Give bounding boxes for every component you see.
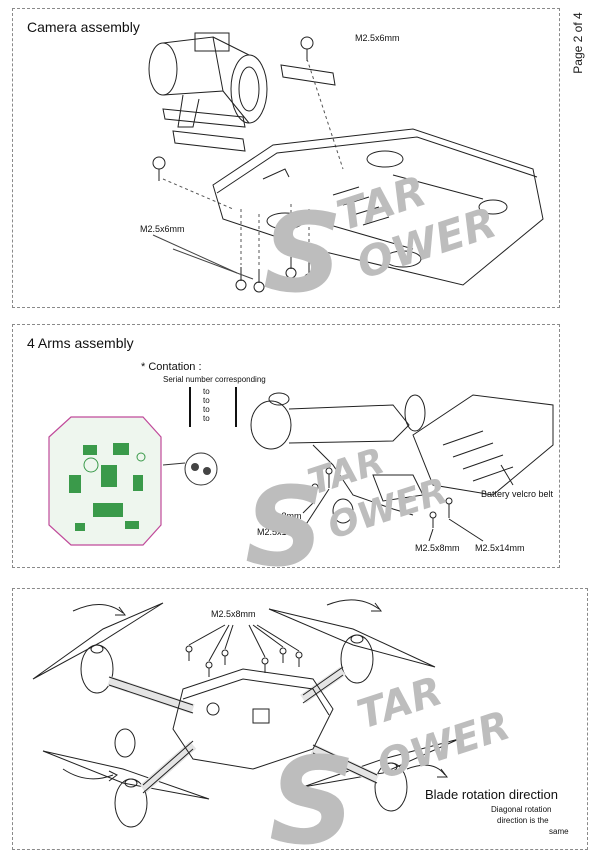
arms-assembly-panel: 4 Arms assembly * Contation : Serial num… (12, 324, 560, 591)
pcb-board-icon (48, 416, 162, 546)
serial-pairs: to to to to (189, 387, 237, 427)
camera-screw-label-left: M2.5x6mm (140, 224, 185, 234)
screw-icon (152, 36, 315, 293)
final-assembly-panel: M2.5x8mm Blade rotation direction Diagon… (12, 588, 588, 856)
blade-rotation-title: Blade rotation direction (425, 787, 558, 802)
frame-plate-icon (412, 394, 554, 496)
frame-plate-icon (212, 128, 544, 286)
star-power-watermark: S TAR OWER (263, 166, 502, 317)
pair-label: to (203, 396, 210, 405)
blade-note-line1: Diagonal rotation (491, 805, 552, 814)
page-number: Page 2 of 4 (568, 6, 588, 86)
screw-label-8mm: M2.5x8mm (257, 511, 302, 521)
motor-icon (80, 634, 408, 828)
final-screw-label: M2.5x8mm (211, 609, 256, 619)
screw-icon (185, 645, 303, 677)
screw-label-8mm-b: M2.5x8mm (415, 543, 460, 553)
screw-label-14mm: M2.5x14mm (475, 543, 525, 553)
camera-icon (148, 32, 268, 128)
blade-note-line2: direction is the (497, 816, 549, 825)
screw-icon (302, 464, 514, 542)
contation-note-title: * Contation : (141, 361, 202, 373)
camera-assembly-drawing (148, 32, 544, 293)
motor-arm-icon (250, 392, 426, 524)
pair-label: to (203, 414, 210, 423)
final-assembly-drawing: S TAR OWER (32, 599, 516, 856)
watermark-s: S (269, 733, 355, 856)
arms-assembly-title: 4 Arms assembly (27, 335, 134, 351)
arms-assembly-drawing: S TAR OWER (48, 392, 554, 591)
page-number-label: Page 2 of 4 (571, 12, 585, 74)
camera-bracket-icon (162, 64, 336, 152)
blade-note-line3: same (549, 827, 569, 836)
battery-belt-label: Battery velcro belt (481, 489, 554, 499)
rotation-arrow-icon (62, 599, 448, 782)
camera-assembly-panel: Camera assembly M2.5x6mm M2.5x6mm (12, 8, 560, 317)
watermark-s: S (263, 189, 342, 317)
pair-label: to (203, 405, 210, 414)
pair-label: to (203, 387, 210, 396)
watermark-s: S (245, 463, 324, 591)
frame-plate-icon (172, 668, 334, 770)
camera-screw-label-top: M2.5x6mm (355, 33, 400, 43)
screw-label-10mm: M2.5x10mm (257, 527, 307, 537)
contation-note-text: Serial number corresponding (163, 375, 266, 384)
camera-assembly-title: Camera assembly (27, 19, 140, 35)
